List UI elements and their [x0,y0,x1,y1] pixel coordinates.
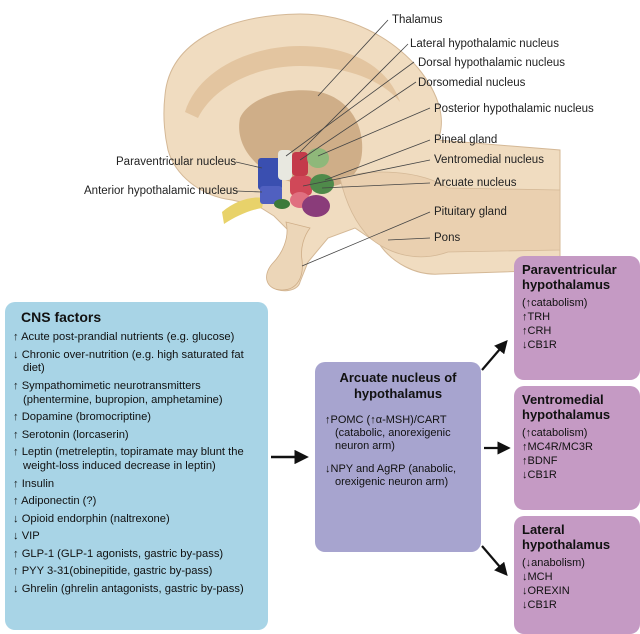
green-small-shape [274,199,290,209]
lateral-effect-item: ↓MCH [522,570,632,584]
cns-factor-item: ↑ Acute post-prandial nutrients (e.g. gl… [13,331,260,345]
lateral-effect-item: ↓OREXIN [522,584,632,598]
lateral-hypothalamus-title: Lateral hypothalamus [522,522,632,552]
lateral-effect-item: (↓anabolism) [522,556,632,570]
cns-factors-box: CNS factors ↑ Acute post-prandial nutrie… [5,302,268,630]
dorsal-nucleus-shape [278,150,292,180]
lateral-effect-item: ↓CB1R [522,598,632,612]
label-ventromedial-nucleus: Ventromedial nucleus [434,154,544,167]
ventromedial-effect-item: (↑catabolism) [522,426,632,440]
cns-factor-item: ↑ PYY 3-31(obinepitide, gastric by-pass) [13,565,260,579]
arrow-to-lateral [482,546,506,574]
paraventricular-hypothalamus-box: Paraventricular hypothalamus (↑catabolis… [514,256,640,380]
label-pituitary-gland: Pituitary gland [434,206,507,219]
cns-factor-item: ↑ Adiponectin (?) [13,495,260,509]
paraventricular-hypothalamus-title: Paraventricular hypothalamus [522,262,632,292]
arcuate-pathway-item: ↓NPY and AgRP (anabolic, orexigenic neur… [325,463,471,489]
paraventricular-effect-item: (↑catabolism) [522,296,632,310]
ventromedial-effect-item: ↓CB1R [522,468,632,482]
lateral-hypothalamus-box: Lateral hypothalamus (↓anabolism) ↓MCH ↓… [514,516,640,634]
cns-factor-item: ↑ Insulin [13,478,260,492]
cns-factors-title: CNS factors [21,309,260,325]
arrow-to-paraventricular [482,342,506,370]
label-thalamus: Thalamus [392,14,443,27]
cns-factor-item: ↑ GLP-1 (GLP-1 agonists, gastric by-pass… [13,548,260,562]
label-dorsomedial-nucleus: Dorsomedial nucleus [418,77,525,90]
label-lateral-hypothalamic-nucleus: Lateral hypothalamic nucleus [410,38,559,51]
paraventricular-effect-item: ↑CRH [522,324,632,338]
cns-factor-item: ↓ Chronic over-nutrition (e.g. high satu… [13,349,260,377]
arcuate-pathway-item: ↑POMC (↑α-MSH)/CART (catabolic, anorexig… [325,414,471,453]
arcuate-nucleus-title: Arcuate nucleus of hypothalamus [325,370,471,402]
label-pons: Pons [434,232,460,245]
dorsomedial-nucleus-shape [292,152,308,176]
cns-factor-item: ↑ Leptin (metreleptin, topiramate may bl… [13,446,260,474]
label-arcuate-nucleus: Arcuate nucleus [434,177,516,190]
pineal-shape [302,195,330,217]
cns-factor-item: ↑ Sympathomimetic neurotransmitters (phe… [13,380,260,408]
ventromedial-effect-item: ↑MC4R/MC3R [522,440,632,454]
cns-factor-item: ↓ Ghrelin (ghrelin antagonists, gastric … [13,583,260,597]
ventromedial-hypothalamus-box: Ventromedial hypothalamus (↑catabolism) … [514,386,640,510]
optic-chiasm [222,198,264,224]
cns-factor-item: ↓ Opioid endorphin (naltrexone) [13,513,260,527]
label-paraventricular-nucleus: Paraventricular nucleus [116,156,236,169]
label-posterior-hypothalamic-nucleus: Posterior hypothalamic nucleus [434,103,594,116]
paraventricular-effect-item: ↑TRH [522,310,632,324]
label-dorsal-hypothalamic-nucleus: Dorsal hypothalamic nucleus [418,57,565,70]
label-anterior-hypothalamic-nucleus: Anterior hypothalamic nucleus [84,185,238,198]
ventromedial-effect-item: ↑BDNF [522,454,632,468]
paraventricular-effect-item: ↓CB1R [522,338,632,352]
ventromedial-hypothalamus-title: Ventromedial hypothalamus [522,392,632,422]
cns-factor-item: ↑ Dopamine (bromocriptine) [13,411,260,425]
cns-factor-item: ↑ Serotonin (lorcaserin) [13,429,260,443]
posterior-nucleus-shape [307,148,329,168]
arcuate-nucleus-box: Arcuate nucleus of hypothalamus ↑POMC (↑… [315,362,481,552]
cns-factor-item: ↓ VIP [13,530,260,544]
label-pineal-gland: Pineal gland [434,134,497,147]
